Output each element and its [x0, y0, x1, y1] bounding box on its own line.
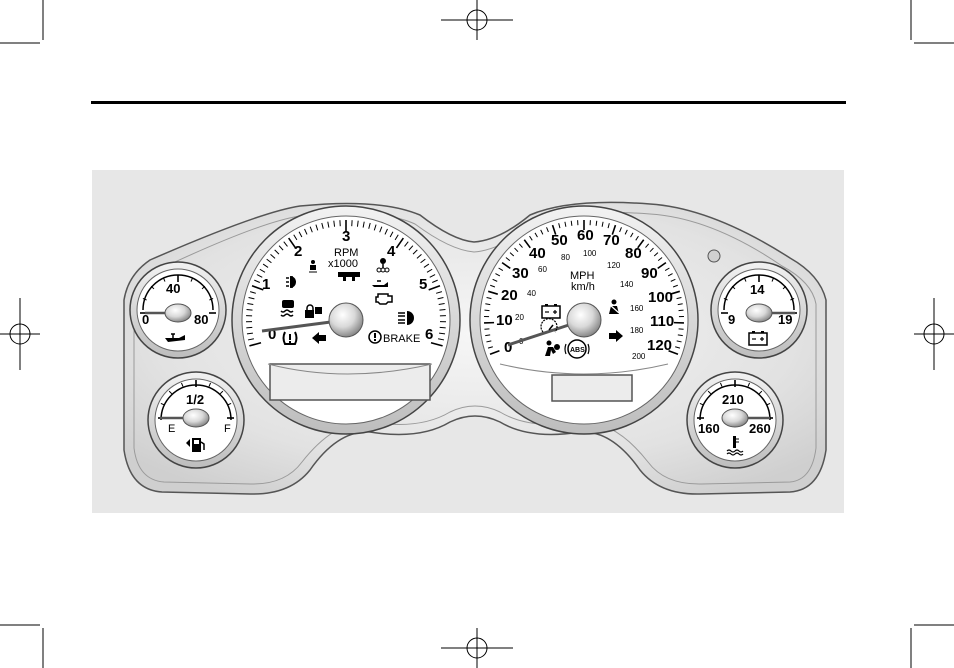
- kmh-number-180: 180: [630, 326, 644, 335]
- fuel-half-label: 1/2: [186, 392, 204, 407]
- tach-number-2: 2: [294, 243, 302, 260]
- mph-number-0: 0: [504, 339, 512, 356]
- mph-number-110: 110: [650, 313, 674, 330]
- tick-mark: [596, 221, 597, 226]
- temp-min-label: 160: [698, 421, 720, 436]
- tach-number-3: 3: [342, 228, 350, 245]
- oil-pressure-gauge: 40 0 80: [130, 262, 226, 358]
- tick-mark: [571, 221, 572, 226]
- temperature-gauge: 210 160 260: [687, 372, 783, 468]
- kmh-number-120: 120: [607, 261, 621, 270]
- kmh-number-20: 20: [515, 313, 524, 322]
- tach-unit: x1000: [328, 258, 358, 270]
- mph-number-90: 90: [641, 265, 658, 282]
- speed-hub: [567, 303, 601, 337]
- registration-mark-right: [914, 298, 954, 370]
- mph-number-120: 120: [647, 337, 672, 354]
- tach-number-5: 5: [419, 276, 427, 293]
- odometer-display-window: [552, 375, 632, 401]
- voltmeter: 14 9 19: [711, 262, 807, 358]
- brake-label: BRAKE: [383, 333, 420, 345]
- kmh-number-140: 140: [620, 280, 634, 289]
- kmh-number-100: 100: [583, 249, 597, 258]
- kmh-number-160: 160: [630, 304, 644, 313]
- fuel-empty-label: E: [168, 423, 175, 435]
- tick-mark: [439, 310, 445, 311]
- tach-hub: [329, 303, 363, 337]
- mph-number-50: 50: [551, 232, 568, 249]
- speed-unit-secondary: km/h: [571, 281, 595, 293]
- temp-mid-label: 210: [722, 392, 744, 407]
- mph-number-100: 100: [648, 289, 673, 306]
- registration-mark-left: [0, 298, 40, 370]
- volt-mid-label: 14: [750, 282, 765, 297]
- abs-label: ABS: [570, 347, 585, 354]
- indicator-lamp: [708, 250, 720, 262]
- kmh-number-60: 60: [538, 265, 547, 274]
- kmh-number-40: 40: [527, 289, 536, 298]
- temp-max-label: 260: [749, 421, 771, 436]
- kmh-number-200: 200: [632, 352, 646, 361]
- mph-number-60: 60: [577, 227, 594, 244]
- registration-mark-bottom: [441, 628, 513, 668]
- mph-number-10: 10: [496, 312, 513, 329]
- fuel-gauge: 1/2 E F: [148, 372, 244, 468]
- tach-number-6: 6: [425, 326, 433, 343]
- registration-mark-top: [441, 0, 513, 40]
- kmh-number-80: 80: [561, 253, 570, 262]
- mph-number-30: 30: [512, 265, 529, 282]
- mph-number-80: 80: [625, 245, 642, 262]
- mph-number-70: 70: [603, 232, 620, 249]
- volt-min-label: 9: [728, 312, 735, 327]
- oil-max-label: 80: [194, 312, 208, 327]
- fuel-full-label: F: [224, 423, 231, 435]
- tach-number-4: 4: [387, 243, 396, 260]
- mph-number-20: 20: [501, 287, 518, 304]
- tach-number-1: 1: [262, 276, 270, 293]
- mph-number-40: 40: [529, 245, 546, 262]
- tick-mark: [247, 310, 253, 311]
- oil-mid-label: 40: [166, 281, 180, 296]
